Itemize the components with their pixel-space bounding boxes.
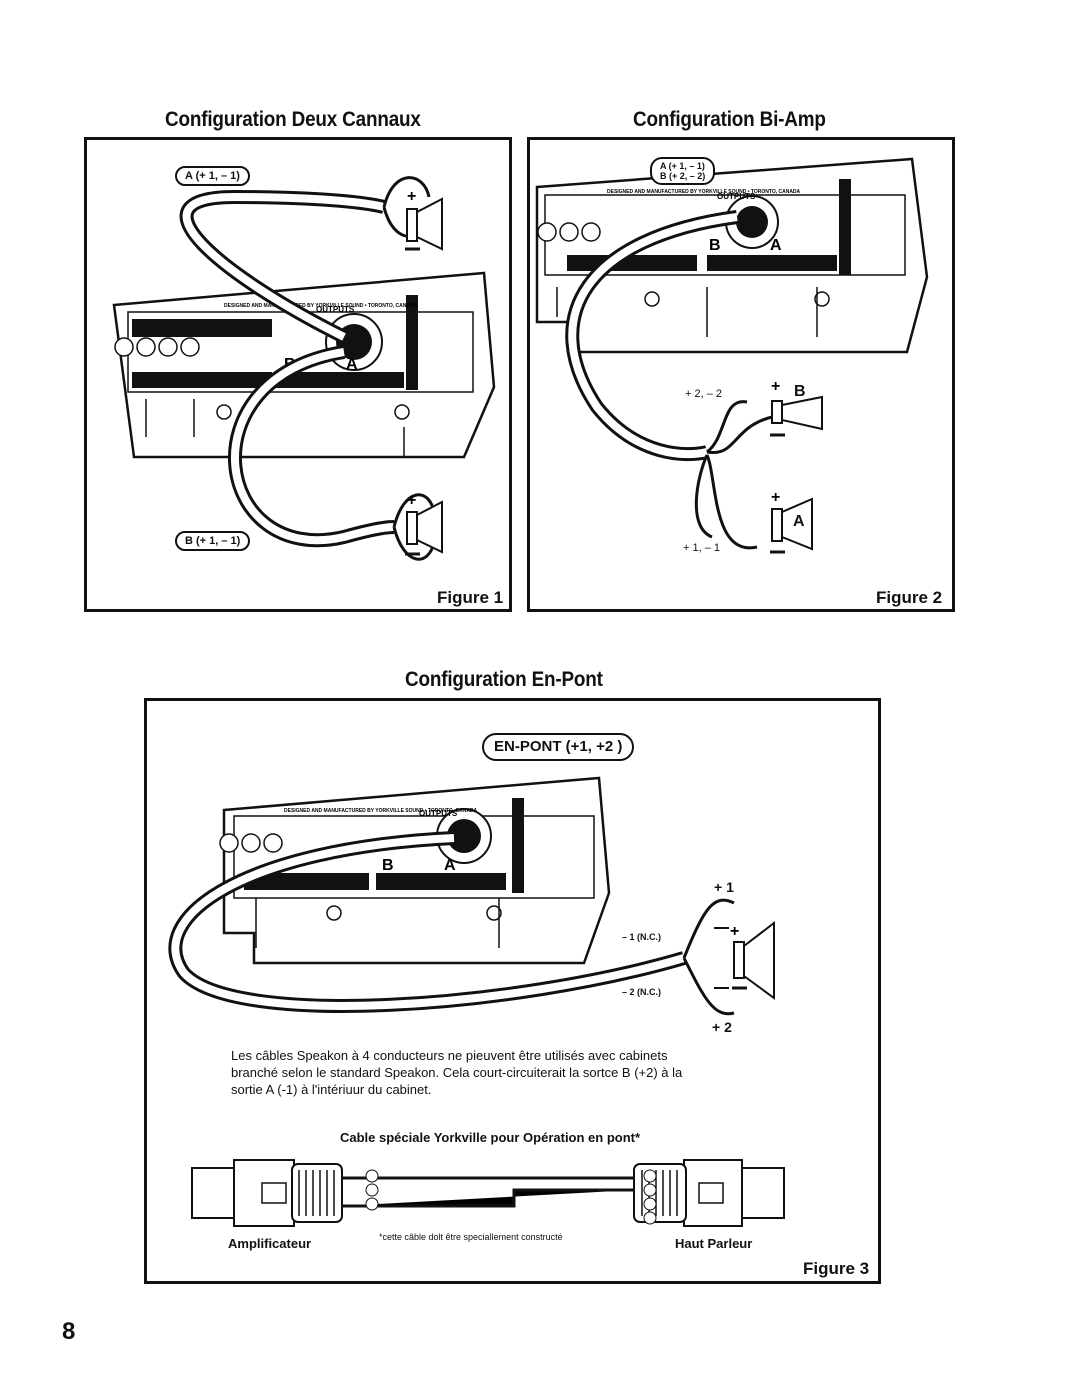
heading-en-pont: Configuration En-Pont <box>405 668 603 691</box>
figure-2-label: Figure 2 <box>876 588 943 607</box>
svg-text:DESIGNED AND MANUFACTURED BY Y: DESIGNED AND MANUFACTURED BY YORKVILLE S… <box>607 189 801 195</box>
figure-2-speaker-a-pins: + 1, – 1 <box>683 542 721 554</box>
figure-2-speaker-a-letter: A <box>793 513 805 530</box>
svg-text:DESIGNED AND MANUFACTURED BY Y: DESIGNED AND MANUFACTURED BY YORKVILLE S… <box>284 808 478 814</box>
svg-text:OUTPUTS: OUTPUTS <box>717 192 756 201</box>
svg-text:+: + <box>407 188 416 205</box>
svg-text:+: + <box>407 492 416 509</box>
figure-2-speaker-b-letter: B <box>794 383 806 400</box>
page-number: 8 <box>62 1318 76 1345</box>
heading-deux-cannaux: Configuration Deux Cannaux <box>165 108 421 131</box>
figure-1-pill-b: B (+ 1, – 1) <box>175 531 251 551</box>
figure-1-diagram: DESIGNED AND MANUFACTURED BY YORKVILLE S… <box>112 176 496 561</box>
figure-3-nc1: – 1 (N.C.) <box>622 932 662 942</box>
svg-text:+: + <box>771 378 780 395</box>
figure-2-pill: A (+ 1, – 1) B (+ 2, – 2) <box>650 157 716 185</box>
svg-text:B: B <box>382 857 394 874</box>
speaker-a-icon: + <box>770 489 813 554</box>
figure-2-diagram: DESIGNED AND MANUFACTURED BY YORKVILLE S… <box>535 157 929 554</box>
figure-3-amp-label: Amplificateur <box>228 1236 312 1251</box>
speaker-top-icon: + <box>382 176 443 251</box>
svg-text:OUTPUTS: OUTPUTS <box>316 305 355 314</box>
svg-text:A: A <box>770 237 782 254</box>
figure-2-pill-line2: B (+ 2, – 2) <box>660 171 706 181</box>
svg-text:+: + <box>771 489 780 506</box>
speaker-b-icon: + <box>770 378 823 437</box>
figure-3-label: Figure 3 <box>803 1259 870 1278</box>
figure-3-paragraph: Les câbles Speakon à 4 conducteurs ne pi… <box>231 1048 683 1097</box>
svg-text:+: + <box>730 923 739 940</box>
figure-3-nc2: – 2 (N.C.) <box>622 987 662 997</box>
special-cable-illustration <box>191 1159 785 1227</box>
figure-1-pill-a: A (+ 1, – 1) <box>175 166 250 186</box>
svg-text:A: A <box>444 857 456 874</box>
speaker-icon: + <box>730 920 775 1000</box>
svg-text:DESIGNED AND MANUFACTURED BY Y: DESIGNED AND MANUFACTURED BY YORKVILLE S… <box>224 303 418 309</box>
figure-3-plus1: + 1 <box>714 879 734 895</box>
figure-3-speaker-label: Haut Parleur <box>675 1236 753 1251</box>
heading-bi-amp: Configuration Bi-Amp <box>633 108 826 131</box>
figure-3-pill: EN-PONT (+1, +2 ) <box>482 733 635 761</box>
speaker-bottom-icon: + <box>392 492 443 561</box>
figure-1-label: Figure 1 <box>437 588 504 607</box>
svg-text:A: A <box>346 356 358 373</box>
amp-panel-icon: DESIGNED AND MANUFACTURED BY YORKVILLE S… <box>535 157 929 354</box>
figure-3-footnote: *cette câble dolt être speciallement con… <box>379 1232 563 1242</box>
svg-text:B: B <box>709 237 721 254</box>
figure-3-diagram: DESIGNED AND MANUFACTURED BY YORKVILLE S… <box>168 776 785 1227</box>
figure-2-pill-line1: A (+ 1, – 1) <box>660 161 705 171</box>
figure-3-cable-caption: Cable spéciale Yorkville pour Opération … <box>340 1130 641 1145</box>
svg-text:OUTPUTS: OUTPUTS <box>419 809 458 818</box>
figure-2-speaker-b-pins: + 2, – 2 <box>685 388 723 400</box>
figure-3-plus2: + 2 <box>712 1019 732 1035</box>
